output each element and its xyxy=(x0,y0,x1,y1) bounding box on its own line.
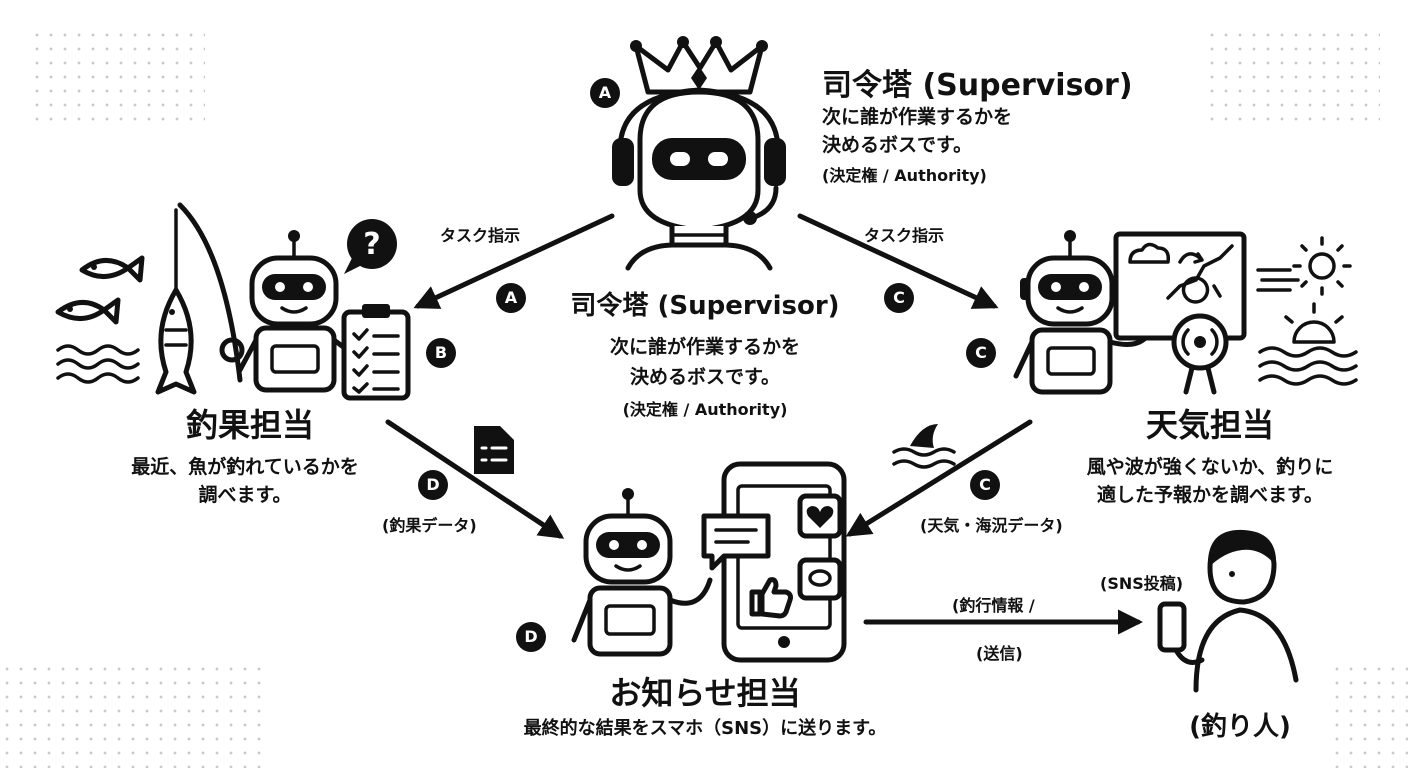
supervisor-top-desc-line1: 次に誰が作業するかを xyxy=(822,106,1013,128)
badge-c-weather-data: C xyxy=(970,470,1000,500)
badge-a-supervisor: A xyxy=(590,78,620,108)
dot-pattern-bottom-right xyxy=(1330,662,1408,768)
badge-c-arrow: C xyxy=(884,283,914,313)
fishing-title: 釣果担当 xyxy=(185,406,314,444)
badge-d-notify: D xyxy=(516,622,546,652)
badge-d-fishing-data: D xyxy=(418,470,448,500)
clipboard-checklist-icon xyxy=(341,304,411,401)
wind-sun-icon xyxy=(1256,236,1352,296)
arrow-weather-to-notify xyxy=(845,419,1033,537)
weather-desc-line1: 風や波が強くないか、釣りに xyxy=(1086,456,1334,478)
weather-title: 天気担当 xyxy=(1145,406,1274,444)
hanging-fish-icon xyxy=(155,287,197,395)
radar-icon xyxy=(1171,313,1229,395)
dot-pattern-top-right xyxy=(1205,28,1380,128)
waves-left-icon xyxy=(56,344,140,384)
fish-icon xyxy=(55,255,145,325)
sunrise-waves-icon xyxy=(1258,302,1358,386)
angler-label: (釣り人) xyxy=(1189,712,1291,742)
notify-desc: 最終的な結果をスマホ（SNS）に送ります。 xyxy=(523,718,887,739)
label-sns-post: (SNS投稿) xyxy=(1100,574,1184,593)
supervisor-center-title: 司令塔 (Supervisor) xyxy=(570,291,840,321)
supervisor-center-desc-line1: 次に誰が作業するかを xyxy=(609,336,800,358)
thumbs-up-icon xyxy=(749,577,793,619)
arrow-supervisor-to-fishing xyxy=(413,213,615,309)
label-weather-data: (天気・海況データ) xyxy=(920,516,1063,535)
label-task-right: タスク指示 xyxy=(864,226,945,245)
notify-title: お知らせ担当 xyxy=(609,674,801,712)
fishing-robot-icon xyxy=(237,230,353,393)
label-send-info: (釣行情報 / xyxy=(952,596,1035,615)
chat-bubble-icon xyxy=(701,513,771,571)
supervisor-center-note: (決定権 / Authority) xyxy=(622,400,788,419)
svg-text:?: ? xyxy=(363,227,380,262)
arrow-supervisor-to-weather xyxy=(797,213,999,309)
dot-pattern-top-left xyxy=(30,28,205,128)
supervisor-top-title: 司令塔 (Supervisor) xyxy=(822,68,1133,103)
document-icon xyxy=(474,426,514,474)
weather-robot-icon xyxy=(1013,230,1153,395)
question-bubble-icon: ? xyxy=(344,219,397,274)
dot-pattern-bottom-left xyxy=(0,662,270,768)
flow-arrows xyxy=(385,213,1143,635)
weather-map-icon xyxy=(1113,231,1247,341)
heart-bubble-icon xyxy=(797,493,843,539)
fishing-desc-line1: 最近、魚が釣れているかを xyxy=(131,456,359,478)
fishing-rod-icon xyxy=(174,202,245,383)
notification-robot-icon xyxy=(571,488,713,657)
fishing-desc-line2: 調べます。 xyxy=(198,484,292,506)
label-task-left: タスク指示 xyxy=(440,226,521,245)
weather-desc-line2: 適した予報かを調べます。 xyxy=(1096,484,1324,506)
supervisor-top-note: (決定権 / Authority) xyxy=(822,166,987,185)
shark-fin-icon xyxy=(892,424,956,469)
supervisor-top-desc-line2: 決めるボスです。 xyxy=(822,134,973,156)
label-send: (送信) xyxy=(976,644,1023,663)
angler-person-icon xyxy=(1157,529,1299,693)
label-fishing-data: (釣果データ) xyxy=(382,516,477,535)
badge-a-arrow: A xyxy=(496,283,526,313)
badge-c-weather: C xyxy=(966,338,996,368)
supervisor-robot-icon xyxy=(612,36,786,271)
comment-bubble-icon xyxy=(797,557,843,601)
badge-b: B xyxy=(426,338,456,368)
arrow-fishing-to-notify xyxy=(385,419,565,539)
supervisor-center-desc-line2: 決めるボスです。 xyxy=(629,366,781,388)
